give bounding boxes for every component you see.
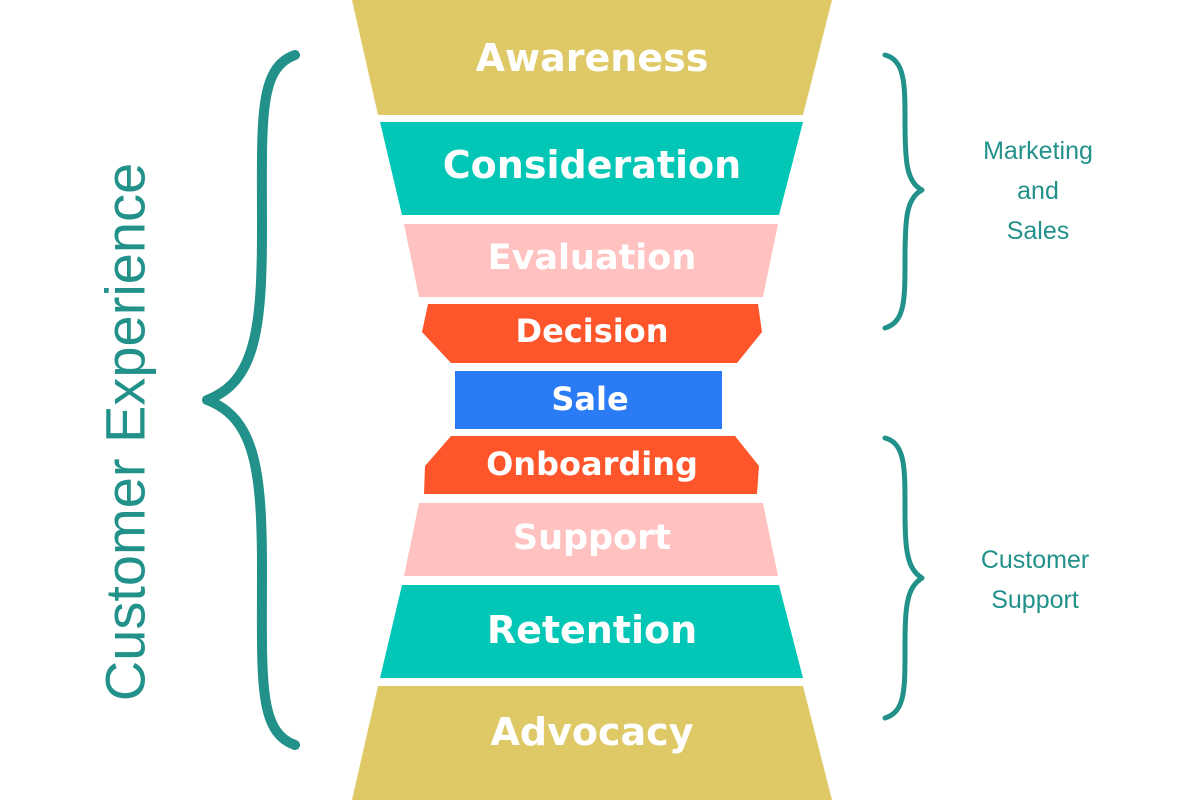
funnel-stage-consideration: Consideration: [380, 122, 803, 215]
customer-support-label: Customer Support: [950, 540, 1120, 620]
stage-retention-shape: [380, 585, 803, 678]
stage-onboarding-shape: [424, 436, 759, 494]
funnel-stage-sale: Sale: [455, 371, 722, 429]
stage-support-label: Support: [513, 518, 671, 558]
funnel-stage-onboarding: Onboarding: [424, 436, 759, 494]
marketing-label-line-1: Marketing: [983, 137, 1093, 165]
funnel-stage-retention: Retention: [380, 585, 803, 678]
support-label-line-1: Customer: [980, 546, 1090, 574]
stage-advocacy-shape: [352, 686, 832, 800]
stage-evaluation-shape: [404, 224, 778, 297]
stage-consideration-shape: [380, 122, 803, 215]
stage-retention-label: Retention: [487, 608, 697, 652]
stage-advocacy-label: Advocacy: [491, 710, 694, 754]
stage-consideration-label: Consideration: [443, 143, 741, 187]
stage-awareness-label: Awareness: [476, 36, 709, 80]
stage-support-shape: [404, 503, 778, 576]
stage-sale-shape: [455, 371, 722, 429]
funnel-stage-awareness: Awareness: [352, 0, 832, 115]
funnel-stage-decision: Decision: [422, 304, 762, 363]
stage-sale-label: Sale: [551, 380, 628, 418]
marketing-label-line-3: Sales: [1006, 217, 1070, 245]
marketing-sales-brace: [882, 52, 925, 331]
stage-onboarding-label: Onboarding: [486, 445, 698, 483]
customer-experience-label: Customer Experience: [93, 162, 157, 702]
stage-awareness-shape: [352, 0, 832, 115]
funnel-stage-evaluation: Evaluation: [404, 224, 778, 297]
support-label-line-2: Support: [991, 586, 1079, 614]
stage-decision-shape: [422, 304, 762, 363]
funnel-stage-advocacy: Advocacy: [352, 686, 832, 800]
marketing-and-sales-label: Marketing and Sales: [958, 131, 1118, 251]
marketing-label-line-2: and: [1017, 177, 1059, 205]
customer-support-brace: [882, 435, 925, 721]
stage-evaluation-label: Evaluation: [488, 238, 697, 278]
stage-decision-label: Decision: [516, 312, 669, 350]
customer-experience-brace: [202, 50, 300, 750]
funnel-stage-support: Support: [404, 503, 778, 576]
